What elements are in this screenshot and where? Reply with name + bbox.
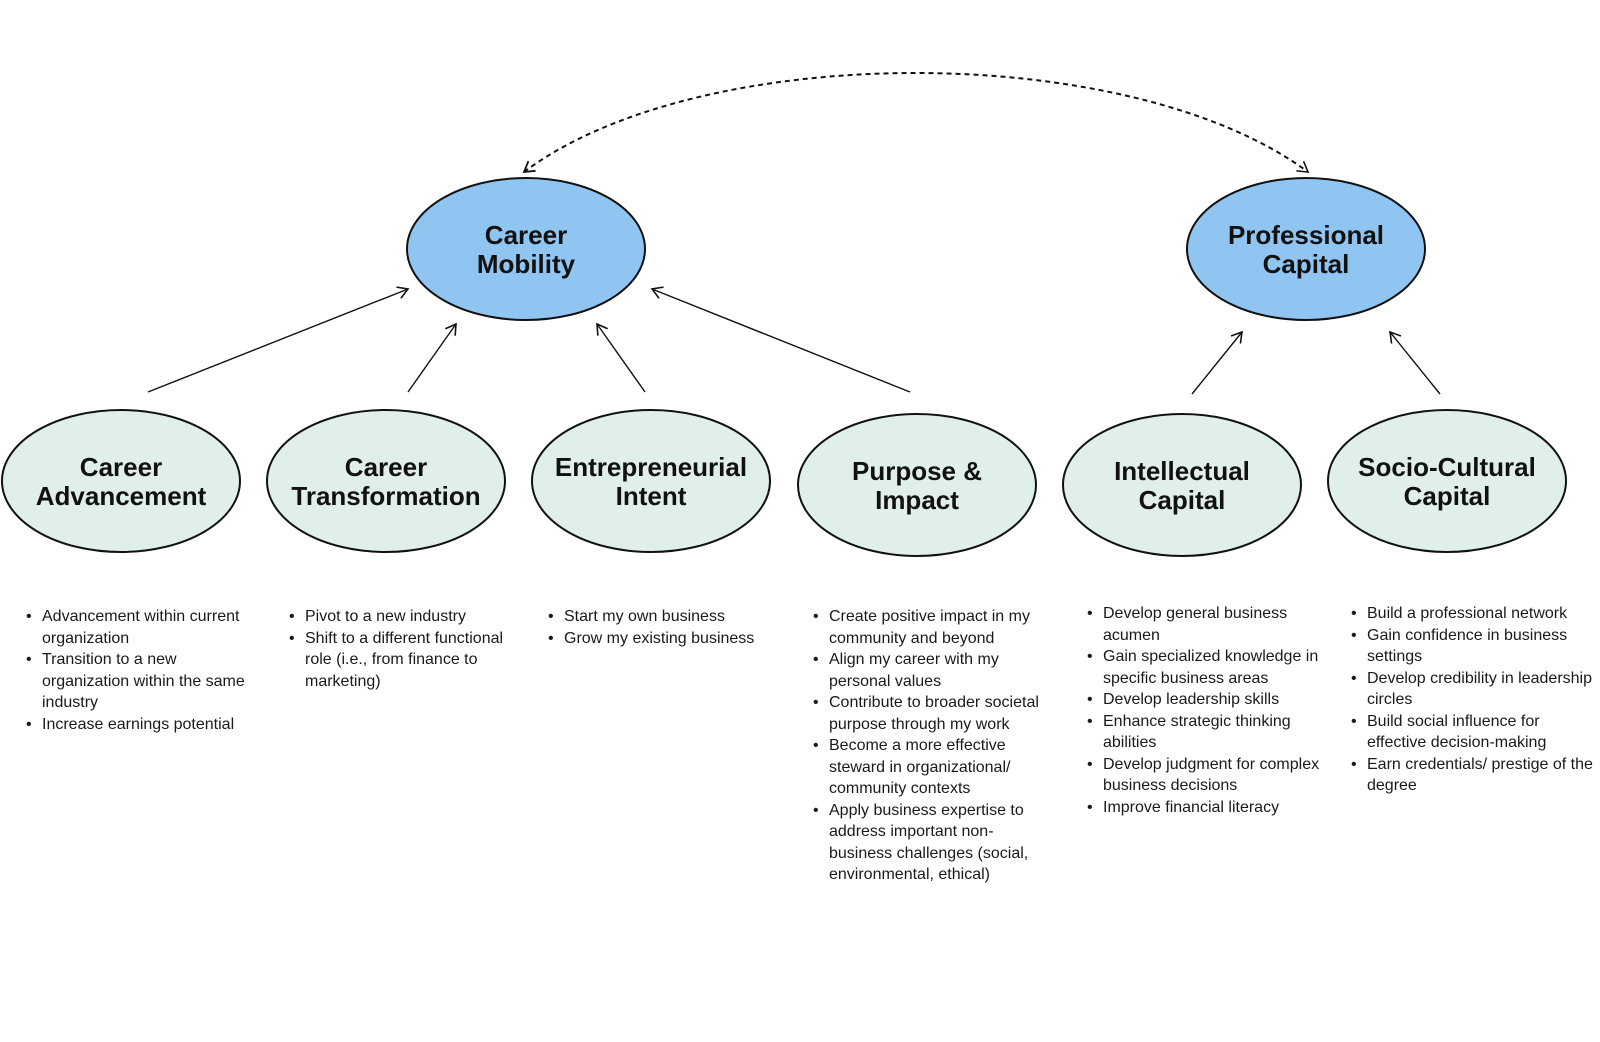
node-ellipse	[266, 409, 506, 553]
bullet-item: Develop general business acumen	[1087, 603, 1333, 646]
bullet-list-entrepreneurial-intent: Start my own businessGrow my existing bu…	[548, 606, 774, 649]
node-ellipse	[1186, 177, 1426, 321]
bullet-item: Enhance strategic thinking abilities	[1087, 711, 1333, 754]
bullet-item: Create positive impact in my community a…	[813, 606, 1049, 649]
bullet-list-intellectual-capital: Develop general business acumenGain spec…	[1087, 603, 1333, 818]
bullet-item: Advancement within current organization	[26, 606, 252, 649]
node-ellipse	[1062, 413, 1302, 557]
bullet-list-career-transformation: Pivot to a new industryShift to a differ…	[289, 606, 515, 692]
bullet-list-career-advancement: Advancement within current organizationT…	[26, 606, 252, 735]
mobility-capital-link	[522, 72, 1310, 174]
node-purpose-impact: Purpose &Impact	[797, 413, 1037, 557]
arrow-entrepreneurial-intent-to-career-mobility	[596, 322, 646, 393]
bullet-item: Transition to a new organization within …	[26, 649, 252, 714]
bullet-item: Develop credibility in leadership circle…	[1351, 668, 1597, 711]
node-label: Purpose &Impact	[852, 456, 982, 515]
arrow-purpose-impact-to-career-mobility	[650, 286, 911, 393]
bullet-item: Gain specialized knowledge in specific b…	[1087, 646, 1333, 689]
arrow-intellectual-capital-to-professional-capital	[1191, 330, 1243, 395]
bullet-list-socio-cultural-capital: Build a professional networkGain confide…	[1351, 603, 1597, 797]
bullet-item: Improve financial literacy	[1087, 797, 1333, 819]
node-ellipse	[797, 413, 1037, 557]
arrow-career-advancement-to-career-mobility	[147, 286, 410, 393]
bullet-item: Become a more effective steward in organ…	[813, 735, 1049, 800]
bullet-list-purpose-impact: Create positive impact in my community a…	[813, 606, 1049, 886]
bullet-item: Earn credentials/ prestige of the degree	[1351, 754, 1597, 797]
node-ellipse	[1, 409, 241, 553]
bullet-item: Apply business expertise to address impo…	[813, 800, 1049, 886]
arrow-socio-cultural-capital-to-professional-capital	[1389, 330, 1441, 395]
bullet-item: Start my own business	[548, 606, 774, 628]
bullet-item: Increase earnings potential	[26, 714, 252, 736]
node-ellipse	[531, 409, 771, 553]
arrow-career-transformation-to-career-mobility	[407, 322, 457, 393]
bullet-item: Shift to a different functional role (i.…	[289, 628, 515, 693]
bullet-item: Pivot to a new industry	[289, 606, 515, 628]
bullet-item: Contribute to broader societal purpose t…	[813, 692, 1049, 735]
bullet-item: Align my career with my personal values	[813, 649, 1049, 692]
bullet-item: Build social influence for effective dec…	[1351, 711, 1597, 754]
bullet-item: Gain confidence in business settings	[1351, 625, 1597, 668]
node-ellipse	[406, 177, 646, 321]
node-ellipse	[1327, 409, 1567, 553]
bullet-item: Build a professional network	[1351, 603, 1597, 625]
bullet-item: Grow my existing business	[548, 628, 774, 650]
bullet-item: Develop judgment for complex business de…	[1087, 754, 1333, 797]
bullet-item: Develop leadership skills	[1087, 689, 1333, 711]
